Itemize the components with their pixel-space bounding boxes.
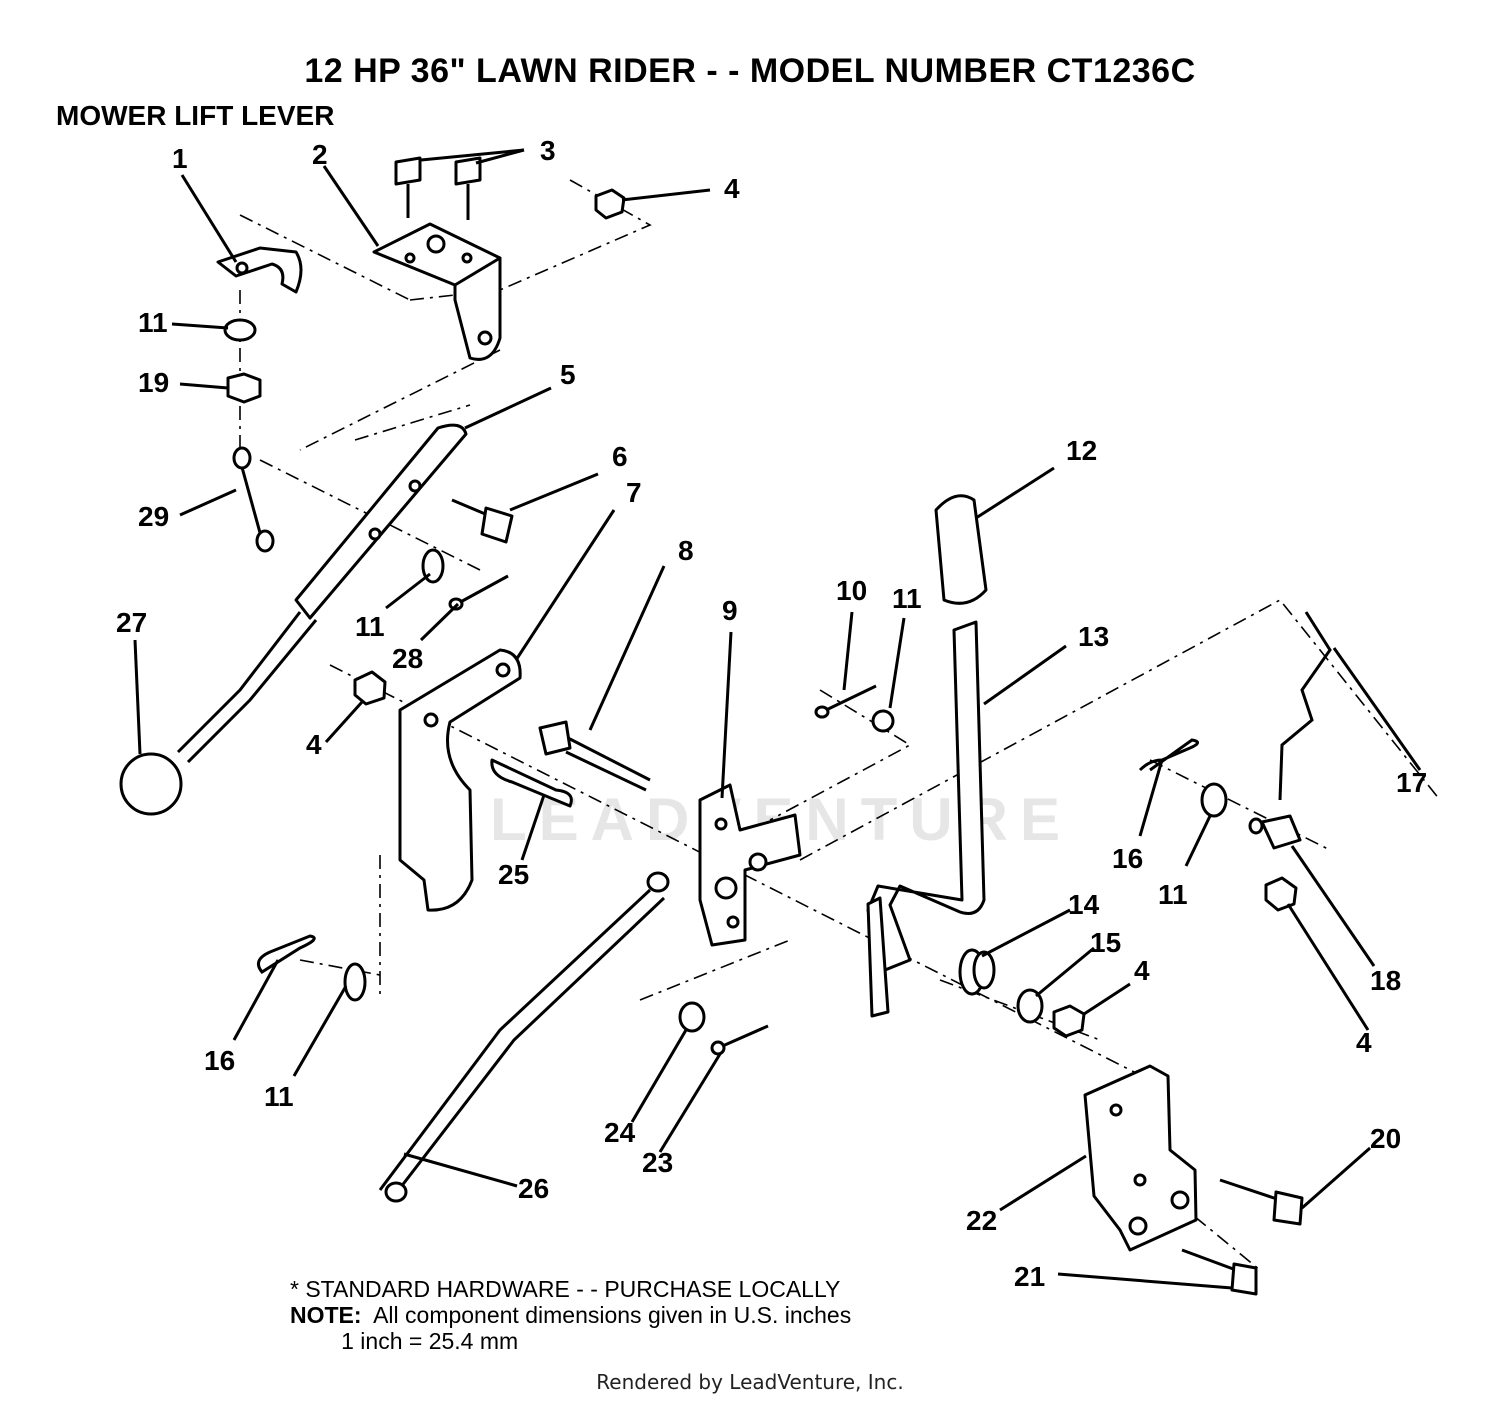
callout-4: 4 [1134, 955, 1150, 986]
callout-28: 28 [392, 643, 423, 674]
part-23-pin [710, 1024, 769, 1056]
callout-1: 1 [172, 143, 188, 174]
part-8-bolt [538, 720, 651, 792]
part-5-lever-arm [176, 423, 468, 764]
part-4-nuts [353, 188, 1298, 1038]
callout-17: 17 [1396, 767, 1427, 798]
callout-16: 16 [1112, 843, 1143, 874]
part-16-clips [256, 738, 1199, 974]
part-10-cotter-pin [814, 684, 877, 719]
callout-3: 3 [540, 135, 556, 166]
part-27-knob [119, 752, 183, 816]
callout-4: 4 [1356, 1027, 1372, 1058]
part-22-hole-b [1133, 1173, 1147, 1187]
part-25-spacer [490, 758, 573, 808]
callout-18: 18 [1370, 965, 1401, 996]
part-2-hole-left [404, 252, 416, 264]
conversion-spacer [290, 1328, 341, 1354]
callout-21: 21 [1014, 1261, 1045, 1292]
part-21-bolt [1181, 1248, 1258, 1296]
callout-13: 13 [1078, 621, 1109, 652]
part-22-hole-c [1170, 1190, 1190, 1210]
callout-11: 11 [355, 611, 385, 642]
part-29-link [232, 446, 275, 553]
callout-5: 5 [560, 359, 576, 390]
part-9-hole-b [748, 852, 768, 872]
callout-20: 20 [1370, 1123, 1401, 1154]
callout-12: 12 [1066, 435, 1097, 466]
part-26-rod [378, 871, 670, 1203]
part-19-nut [226, 372, 262, 404]
part-7-hole-top [495, 662, 511, 678]
callout-10: 10 [836, 575, 867, 606]
callout-9: 9 [722, 595, 738, 626]
standard-hardware-note: * STANDARD HARDWARE - - PURCHASE LOCALLY [290, 1276, 841, 1302]
rendered-by: Rendered by LeadVenture, Inc. [596, 1370, 904, 1394]
part-20-bolt [1219, 1178, 1304, 1226]
part-1-clip [216, 246, 303, 294]
section-title: MOWER LIFT LEVER [56, 100, 335, 131]
callout-29: 29 [138, 501, 169, 532]
callout-11: 11 [1158, 879, 1188, 910]
callout-27: 27 [116, 607, 147, 638]
callout-2: 2 [312, 139, 328, 170]
part-11-washers [223, 318, 1228, 1033]
callout-6: 6 [612, 441, 628, 472]
callout-11: 11 [264, 1081, 294, 1112]
part-3-bolts [394, 156, 482, 220]
callout-11: 11 [138, 307, 168, 338]
part-6-bolt [451, 498, 514, 544]
part-2-hole-side [477, 330, 493, 346]
part-9-hole-a [714, 817, 728, 831]
leader-lines [133, 148, 1422, 1290]
part-2-hole-right [461, 252, 473, 264]
part-14-bushing [958, 948, 996, 996]
conversion-note: 1 inch = 25.4 mm [341, 1328, 519, 1354]
callout-7: 7 [626, 477, 642, 508]
callout-4: 4 [724, 173, 740, 204]
part-15-washer [1016, 988, 1044, 1024]
note-label: NOTE: [290, 1302, 362, 1328]
part-2-hole-center [426, 234, 446, 254]
callout-8: 8 [678, 535, 694, 566]
part-17-rod [1278, 611, 1332, 801]
part-28-pin [448, 574, 509, 611]
callout-14: 14 [1068, 889, 1100, 920]
footnote: * STANDARD HARDWARE - - PURCHASE LOCALLY… [290, 1276, 851, 1354]
part-22-hole-a [1109, 1103, 1123, 1117]
part-9-hole-c [714, 876, 738, 900]
callout-19: 19 [138, 367, 169, 398]
part-9-hole-d [726, 915, 740, 929]
part-18-trunnion [1248, 814, 1302, 850]
callout-15: 15 [1090, 927, 1121, 958]
callout-24: 24 [604, 1117, 636, 1148]
part-13-lever-tab [866, 896, 890, 1018]
callout-16: 16 [204, 1045, 235, 1076]
dimensions-note: All component dimensions given in U.S. i… [361, 1302, 852, 1328]
callout-11: 11 [892, 583, 922, 614]
part-7-hole [423, 712, 439, 728]
diagram-title: 12 HP 36" LAWN RIDER - - MODEL NUMBER CT… [304, 52, 1196, 90]
callout-25: 25 [498, 859, 529, 890]
part-1-hole [235, 261, 249, 275]
callout-22: 22 [966, 1205, 997, 1236]
callout-26: 26 [518, 1173, 549, 1204]
callout-4: 4 [306, 729, 322, 760]
part-22-hole-d [1128, 1216, 1148, 1236]
part-12-grip [934, 494, 988, 605]
callout-23: 23 [642, 1147, 673, 1178]
